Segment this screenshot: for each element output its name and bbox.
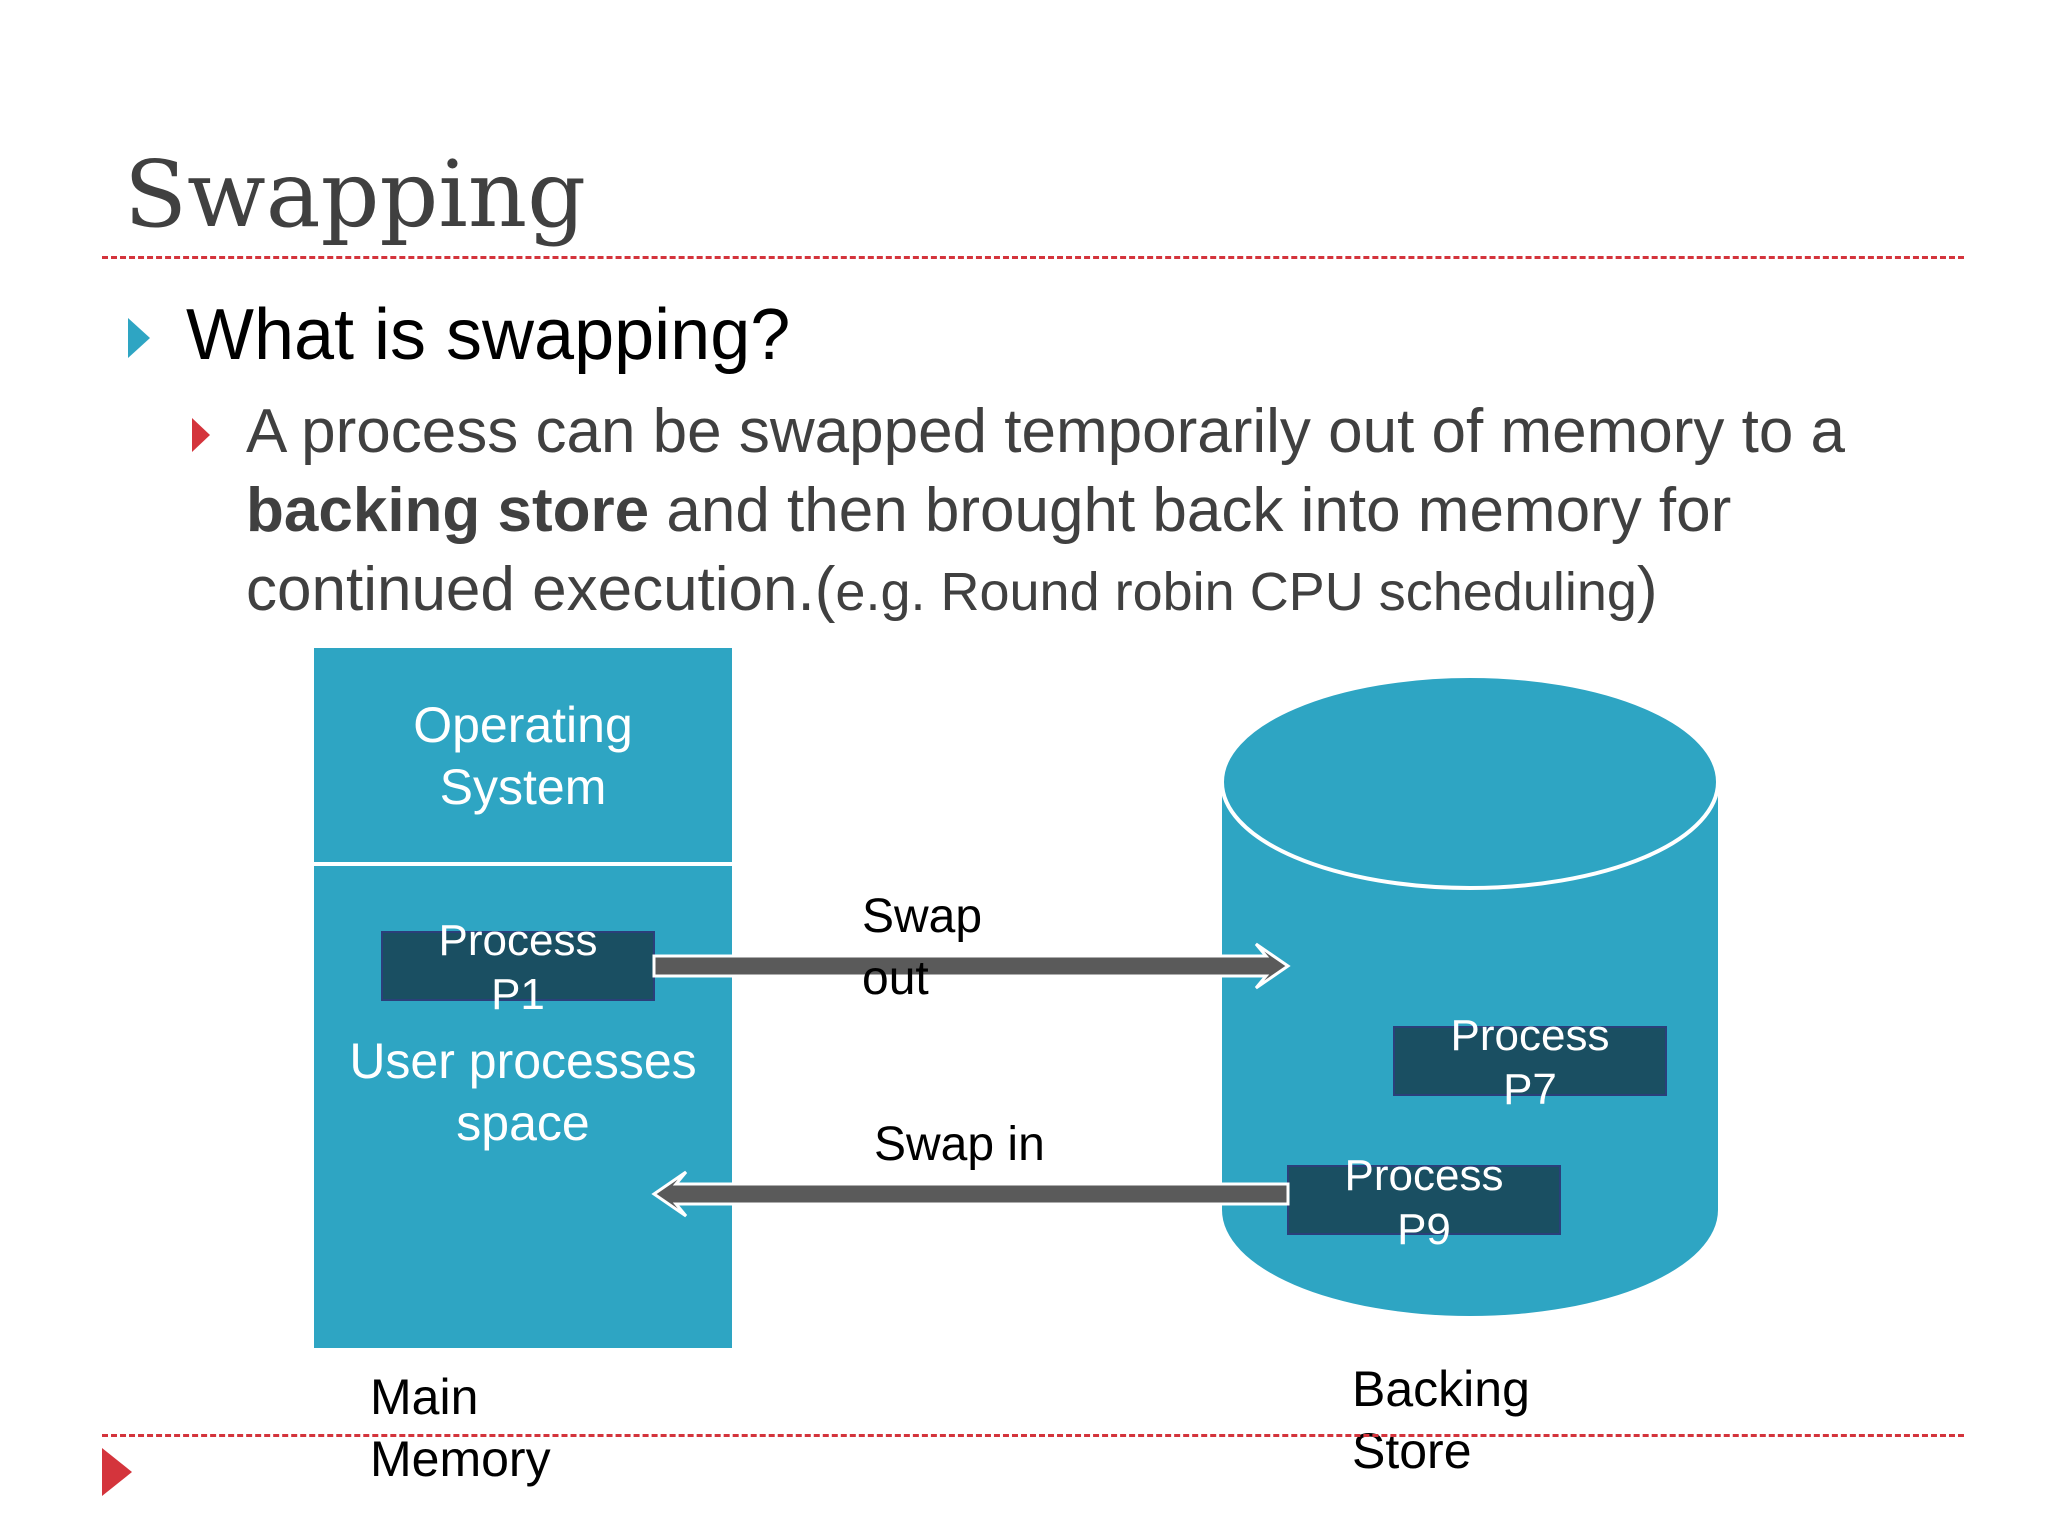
corner-triangle-icon	[102, 1448, 132, 1496]
process-p1-label-line-1: Process	[439, 916, 598, 965]
main-memory-caption-line-2: Memory	[370, 1431, 551, 1487]
swap-out-arrow	[652, 942, 1291, 990]
process-p1-label-line-2: P1	[491, 970, 545, 1019]
sub-bullet-example: e.g. Round robin CPU scheduling	[835, 562, 1637, 622]
process-p9-label-line-2: P9	[1397, 1205, 1451, 1254]
process-p7-box	[1393, 1026, 1667, 1096]
user-space-label-line-2: space	[456, 1095, 589, 1151]
sub-bullet-bold-term: backing store	[246, 476, 650, 545]
process-p1-box	[381, 931, 655, 1001]
sub-bullet-part-3: )	[1636, 555, 1658, 624]
bullet-text: What is swapping?	[186, 295, 791, 375]
process-p7-label-line-2: P7	[1503, 1065, 1557, 1114]
process-p9-box	[1287, 1165, 1561, 1235]
process-p7-label-line-1: Process	[1451, 1011, 1610, 1060]
swap-out-label-line-2: out	[862, 952, 929, 1005]
sub-bullet-part-2: and then brought back into memory for co…	[246, 476, 1732, 624]
backing-store-caption-line-1: Backing	[1352, 1361, 1530, 1417]
backing-store-cylinder-top	[1220, 674, 1720, 890]
user-space-label-line-1: User processes	[349, 1033, 696, 1089]
sub-bullet-part-1: A process can be swapped temporarily out…	[246, 397, 1846, 466]
footer-divider	[102, 1434, 1964, 1437]
sub-bullet-text: A process can be swapped temporarily out…	[246, 392, 1936, 632]
os-label-line-1: Operating	[413, 697, 633, 753]
backing-store-caption-line-2: Store	[1352, 1423, 1472, 1479]
os-label-line-2: System	[440, 759, 607, 815]
slide-title: Swapping	[124, 141, 586, 248]
swap-in-label: Swap in	[874, 1118, 1045, 1171]
title-divider	[102, 256, 1964, 259]
bullet-triangle-icon	[128, 318, 150, 358]
swap-out-label-line-1: Swap	[862, 890, 982, 943]
main-memory-caption-line-1: Main	[370, 1369, 478, 1425]
swap-in-arrow	[651, 1170, 1290, 1218]
process-p9-label-line-1: Process	[1345, 1151, 1504, 1200]
sub-bullet-triangle-icon	[192, 418, 210, 452]
